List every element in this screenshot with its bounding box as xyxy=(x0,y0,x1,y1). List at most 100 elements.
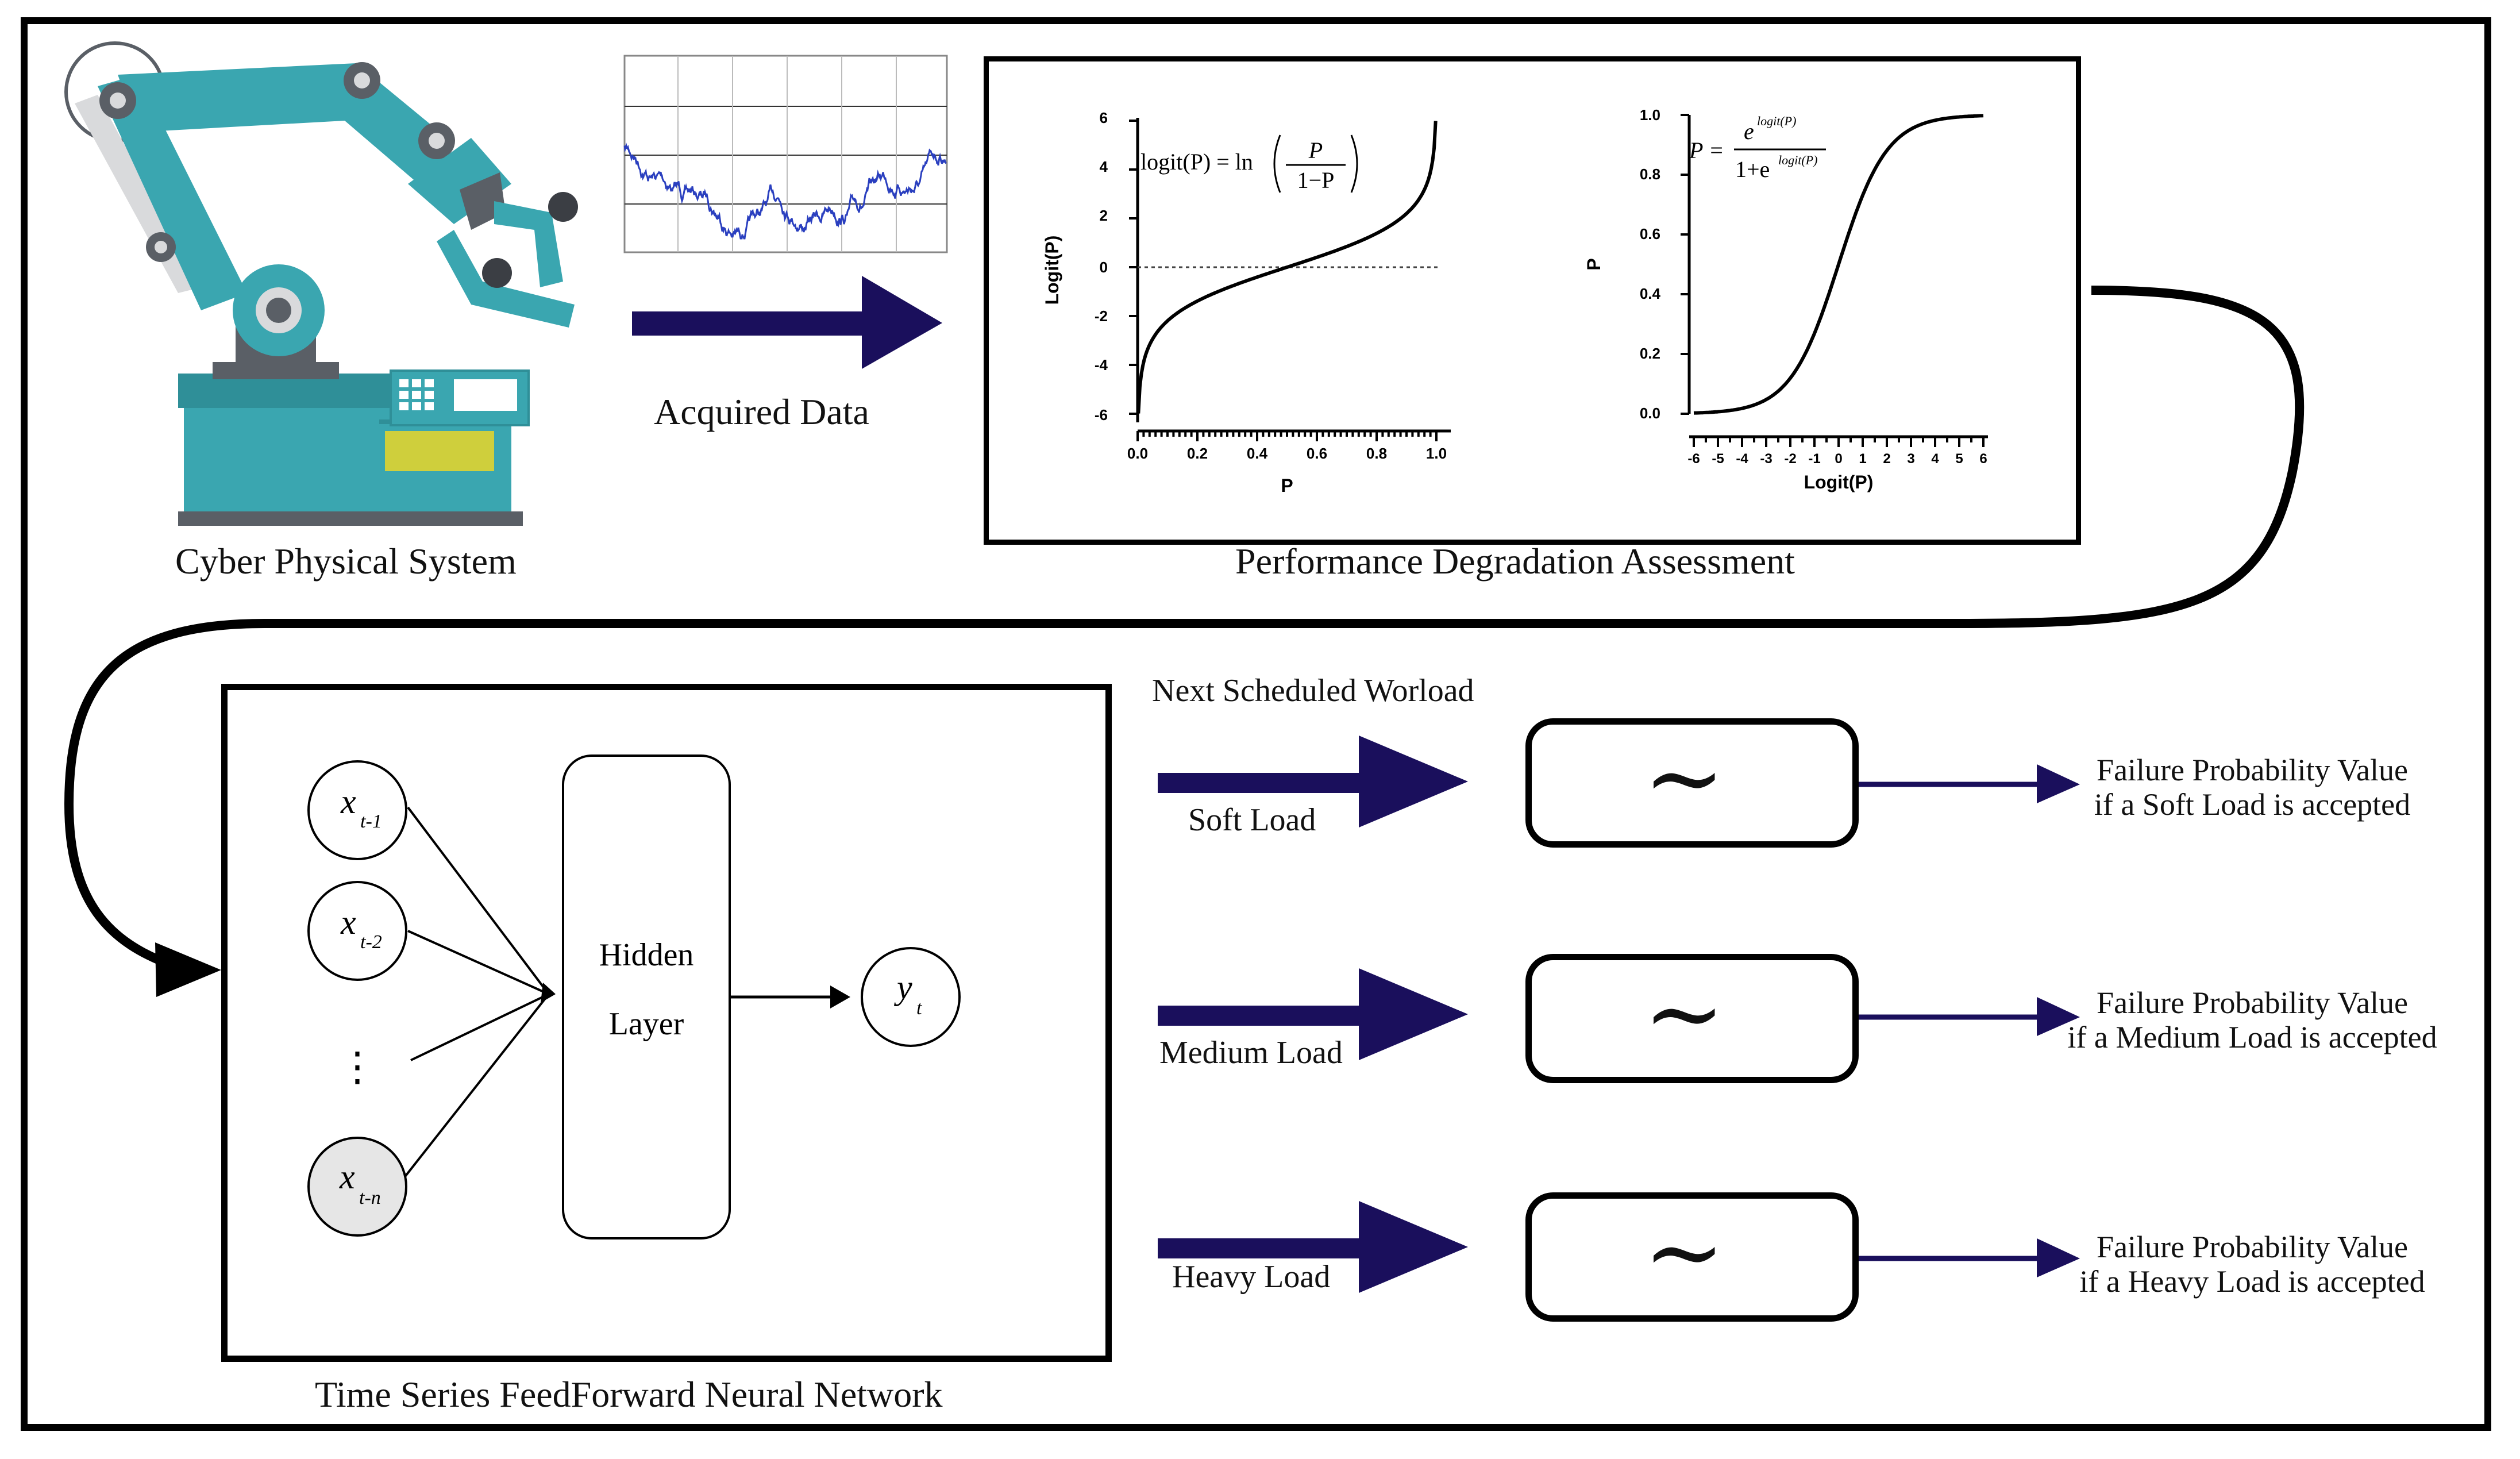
sigmoid-xtick: -4 xyxy=(1736,451,1748,467)
logit-xtick: 0.4 xyxy=(1247,445,1268,462)
output-node xyxy=(861,947,961,1047)
robot-arm-illustration xyxy=(64,41,578,526)
sigmoid-xtick: 0 xyxy=(1835,451,1842,467)
input-node-t-1 xyxy=(307,760,407,860)
acquired-data-arrow xyxy=(632,276,942,369)
medium-load-tilde: ∼ xyxy=(1643,960,1725,1068)
sigmoid-xtick: -6 xyxy=(1687,451,1700,467)
logit-xtick: 0.0 xyxy=(1127,445,1148,462)
sigmoid-ytick: 0.6 xyxy=(1640,225,1660,242)
medium-load-result-arrow xyxy=(1859,997,2080,1036)
sigmoid-xtick: 1 xyxy=(1859,451,1866,467)
hidden-layer xyxy=(562,754,731,1239)
logit-ylabel: Logit(P) xyxy=(1042,236,1062,305)
workload-heading: Next Scheduled Worload xyxy=(1152,673,1474,709)
heavy-load-arrow xyxy=(1158,1201,1468,1293)
logit-ytick: 2 xyxy=(1100,207,1108,224)
soft-load-result-arrow xyxy=(1859,764,2080,803)
cps-label: Cyber Physical System xyxy=(175,541,517,582)
sigmoid-ylabel: P xyxy=(1583,258,1604,270)
soft-load-result-line2: if a Soft Load is accepted xyxy=(2094,787,2411,822)
logit-curve xyxy=(1136,121,1438,414)
soft-load-result: Failure Probability Value if a Soft Load… xyxy=(2068,753,2436,822)
sigmoid-formula-lhs: P = xyxy=(1689,137,1724,163)
ellipsis-dots: ⋮ xyxy=(337,1045,377,1090)
sigmoid-ytick: 0.8 xyxy=(1640,165,1660,183)
sigmoid-plot: 1.0 0.8 0.6 0.4 0.2 0.0 -6 -5 -4 -3 -2 -… xyxy=(1583,106,1988,492)
logit-xtick: 0.6 xyxy=(1307,445,1327,462)
sigmoid-xtick: 6 xyxy=(1979,451,1987,467)
soft-load-label: Soft Load xyxy=(1188,802,1316,838)
logit-ytick: -4 xyxy=(1095,356,1108,374)
heavy-load-tilde: ∼ xyxy=(1643,1199,1725,1307)
sigmoid-xtick: -2 xyxy=(1784,451,1796,467)
medium-load-label: Medium Load xyxy=(1159,1035,1343,1071)
sigmoid-formula-num-sup: logit(P) xyxy=(1757,114,1796,128)
input-label: x xyxy=(339,1158,355,1196)
heavy-load-result: Failure Probability Value if a Heavy Loa… xyxy=(2063,1230,2442,1299)
sigmoid-curve xyxy=(1693,114,1984,415)
input-node-t-n xyxy=(307,1137,407,1237)
output-sub: t xyxy=(916,998,923,1019)
input-sub: t-n xyxy=(359,1187,381,1208)
sigmoid-ytick: 0.2 xyxy=(1640,345,1660,362)
input-node-t-2 xyxy=(307,881,407,981)
sigmoid-ytick: 1.0 xyxy=(1640,106,1660,124)
logit-ytick: -6 xyxy=(1095,406,1108,424)
logit-xtick: 1.0 xyxy=(1426,445,1447,462)
heavy-load-label: Heavy Load xyxy=(1172,1259,1331,1295)
sigmoid-ytick: 0.4 xyxy=(1640,285,1661,302)
sigmoid-xtick: -3 xyxy=(1760,451,1772,467)
soft-load-arrow xyxy=(1158,736,1468,827)
signal-trace xyxy=(623,143,947,240)
nn-diagram: x t-1 x t-2 x t-n y t ⋮ Hidden Layer xyxy=(307,754,961,1239)
logit-xlabel: P xyxy=(1281,475,1293,496)
medium-load-result: Failure Probability Value if a Medium Lo… xyxy=(2057,986,2448,1054)
soft-load-model-box xyxy=(1525,718,1859,848)
medium-load-result-line1: Failure Probability Value xyxy=(2097,986,2408,1020)
logit-formula-num: P xyxy=(1308,137,1323,163)
medium-load-model-box xyxy=(1525,954,1859,1083)
sigmoid-xlabel: Logit(P) xyxy=(1804,472,1874,492)
sigmoid-xtick: 2 xyxy=(1883,451,1890,467)
sigmoid-formula-num: e xyxy=(1744,118,1754,144)
flow-arrowhead xyxy=(155,942,221,997)
input-sub: t-1 xyxy=(360,811,382,832)
input-sub: t-2 xyxy=(360,931,382,953)
nn-caption: Time Series FeedForward Neural Network xyxy=(315,1374,943,1415)
logit-ytick: 0 xyxy=(1100,259,1108,276)
sigmoid-xtick: 4 xyxy=(1931,451,1939,467)
soft-load-tilde: ∼ xyxy=(1643,725,1725,833)
medium-load-arrow xyxy=(1158,968,1468,1060)
heavy-load-result-arrow xyxy=(1859,1238,2080,1277)
hidden-layer-label: Layer xyxy=(609,1006,684,1042)
heavy-load-result-line2: if a Heavy Load is accepted xyxy=(2079,1264,2425,1299)
logit-plot: 6 4 2 0 -2 -4 -6 0.0 0.2 0.4 0.6 0.8 1.0… xyxy=(1042,109,1451,496)
pda-label: Performance Degradation Assessment xyxy=(1235,541,1795,582)
output-label: y xyxy=(893,968,912,1006)
logit-ytick: 6 xyxy=(1100,109,1108,126)
input-label: x xyxy=(340,903,356,941)
sigmoid-xtick: -1 xyxy=(1808,451,1820,467)
logit-formula-lhs: logit(P) = ln xyxy=(1140,149,1253,175)
medium-load-result-line2: if a Medium Load is accepted xyxy=(2067,1020,2437,1054)
logit-ytick: 4 xyxy=(1100,158,1108,175)
logit-xtick: 0.2 xyxy=(1187,445,1208,462)
sigmoid-formula-den-sup: logit(P) xyxy=(1778,153,1817,167)
sigmoid-formula-den: 1+e xyxy=(1735,156,1770,182)
logit-xtick: 0.8 xyxy=(1366,445,1387,462)
logit-formula-den: 1−P xyxy=(1297,167,1335,193)
acquired-data-label: Acquired Data xyxy=(654,391,869,432)
soft-load-result-line1: Failure Probability Value xyxy=(2097,753,2408,787)
sigmoid-ytick: 0.0 xyxy=(1640,405,1660,422)
sigmoid-xtick: 3 xyxy=(1907,451,1914,467)
sigmoid-xtick: -5 xyxy=(1712,451,1724,467)
acquired-signal-plot xyxy=(623,55,948,253)
hidden-layer-label: Hidden xyxy=(599,937,694,973)
logit-ytick: -2 xyxy=(1095,307,1108,325)
sigmoid-xtick: 5 xyxy=(1955,451,1963,467)
input-label: x xyxy=(340,783,356,821)
heavy-load-model-box xyxy=(1525,1192,1859,1322)
heavy-load-result-line1: Failure Probability Value xyxy=(2097,1230,2408,1264)
